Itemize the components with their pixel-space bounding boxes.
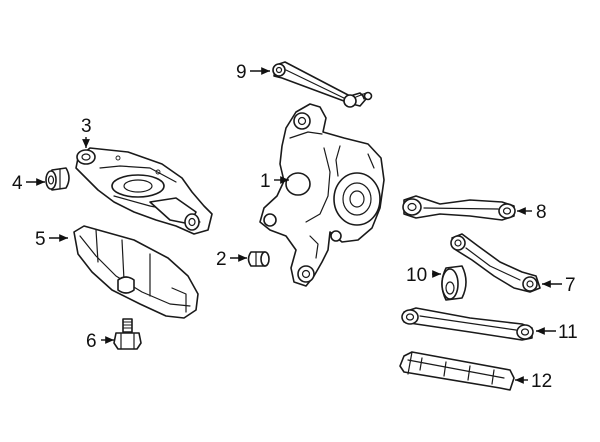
callout-1: 1 <box>260 171 271 192</box>
callout-7: 7 <box>565 275 576 296</box>
callout-9: 9 <box>236 62 247 83</box>
part-6-bolt <box>113 318 142 350</box>
callout-12: 12 <box>531 371 552 392</box>
part-4-bushing <box>45 167 70 191</box>
part-2-bushing <box>247 251 270 267</box>
callout-5: 5 <box>35 229 46 250</box>
callout-8: 8 <box>536 202 547 223</box>
callout-11: 11 <box>558 322 578 343</box>
callout-2: 2 <box>216 249 227 270</box>
part-12-channel <box>399 351 515 391</box>
leader-lines <box>26 67 562 384</box>
part-8-rear-link <box>402 195 516 221</box>
part-9-upper-link <box>272 61 373 108</box>
callout-4: 4 <box>12 173 23 194</box>
part-3-lower-control-arm <box>75 147 213 235</box>
part-1-knuckle <box>259 103 385 287</box>
part-11-straight-link <box>401 307 534 341</box>
callout-3: 3 <box>81 116 92 137</box>
callout-numbers: 9 1 2 3 4 5 6 8 7 10 11 12 <box>12 62 578 392</box>
part-5-shield <box>73 225 199 319</box>
part-7-curved-link <box>450 233 541 293</box>
part-10-bushing <box>441 265 467 301</box>
callout-6: 6 <box>86 331 97 352</box>
callout-10: 10 <box>406 265 427 286</box>
